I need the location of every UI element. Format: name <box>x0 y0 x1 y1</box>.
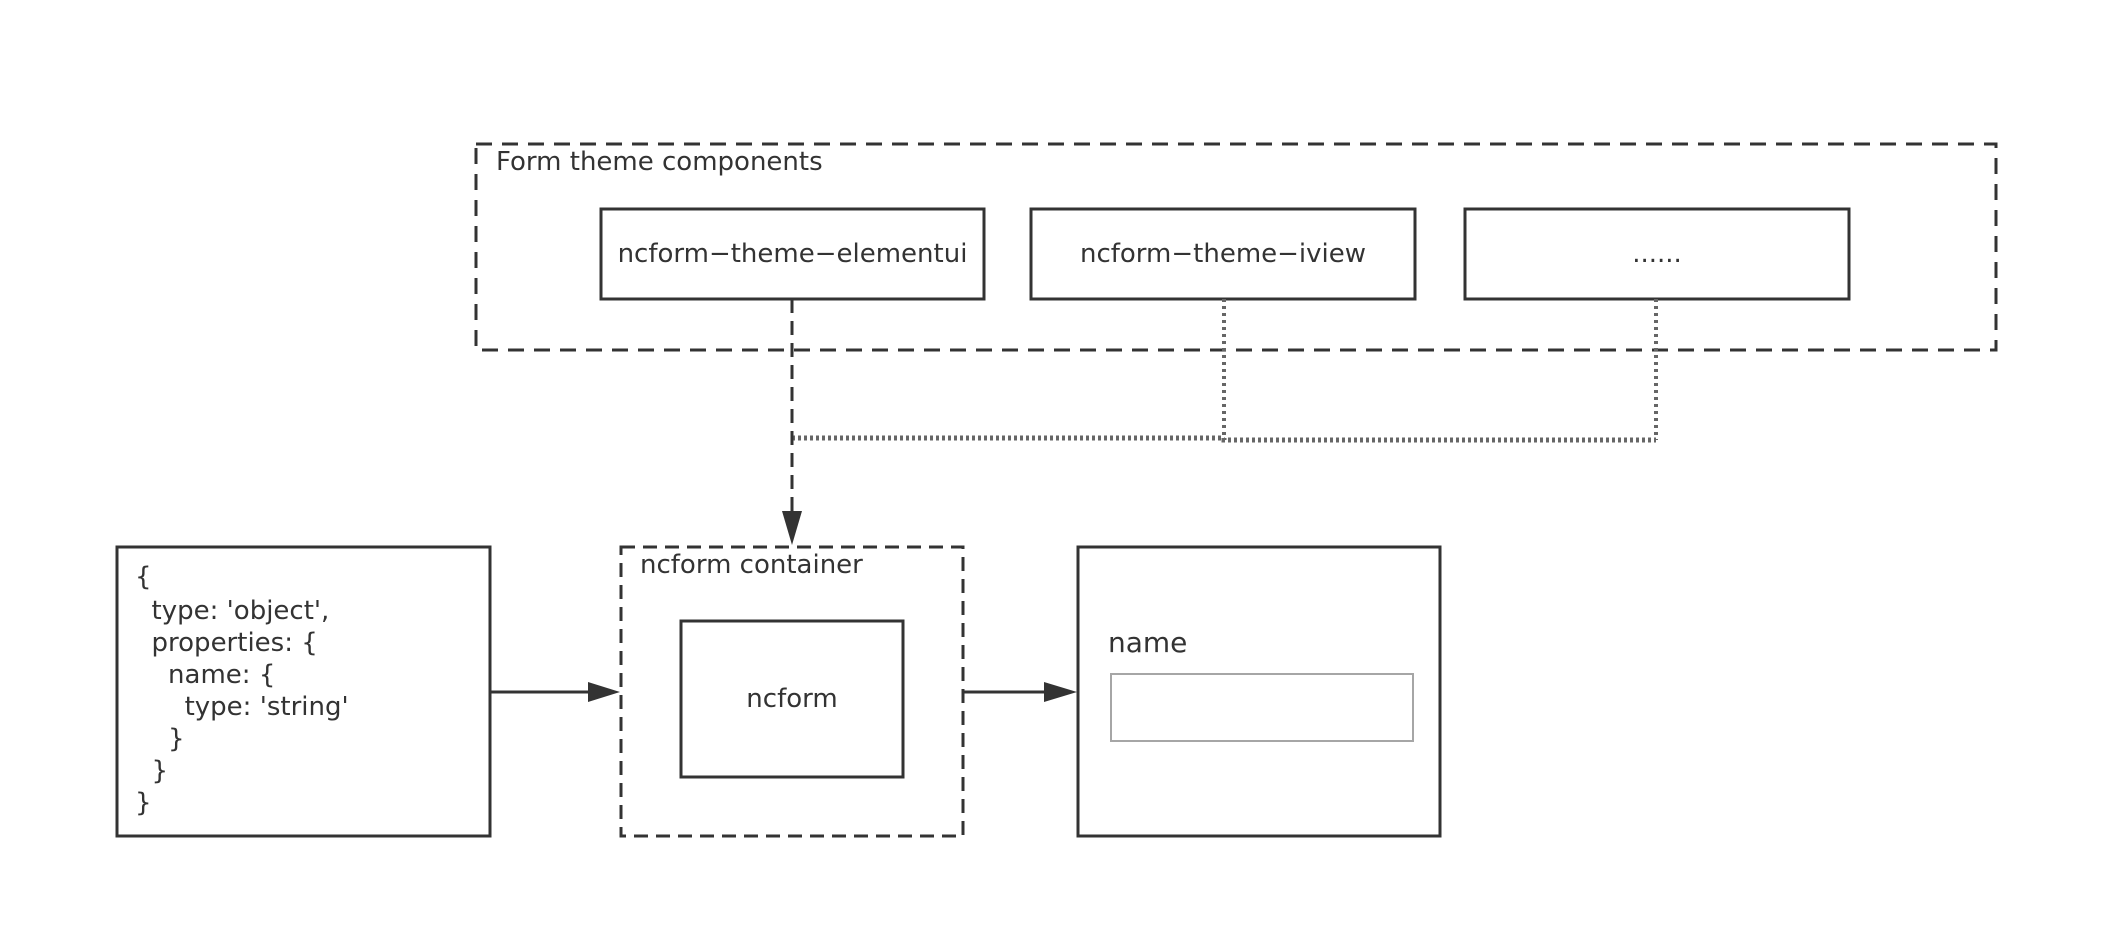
schema-code-line: } <box>135 724 185 754</box>
theme-components-group <box>474 142 1998 352</box>
schema-code-line: } <box>135 756 169 786</box>
theme-elementui-label: ncform−theme−elementui <box>617 239 968 269</box>
schema-code-line: type: 'string' <box>135 692 349 722</box>
ncform-container-title: ncform container <box>640 550 863 580</box>
arrowhead-theme-to-container <box>782 511 802 545</box>
arrowhead-schema-to-container <box>588 682 620 702</box>
theme-iview-label: ncform−theme−iview <box>1079 239 1367 269</box>
theme-more-label: ...... <box>1632 239 1682 269</box>
schema-code-line: type: 'object', <box>135 596 330 626</box>
schema-code-line: } <box>135 788 152 818</box>
theme-components-title: Form theme components <box>496 147 823 177</box>
arrowhead-container-to-form <box>1044 682 1077 702</box>
ncform-box <box>679 619 905 779</box>
ncform-label: ncform <box>746 684 838 714</box>
schema-code-line: properties: { <box>135 628 318 658</box>
theme-iview-box <box>1029 207 1417 301</box>
connector-horizontal-dotted <box>792 435 1656 443</box>
schema-code-line: { <box>135 562 152 592</box>
name-input[interactable] <box>1110 673 1414 742</box>
form-field-label: name <box>1108 626 1188 659</box>
schema-code-line: name: { <box>135 660 276 690</box>
schema-box <box>115 545 492 838</box>
